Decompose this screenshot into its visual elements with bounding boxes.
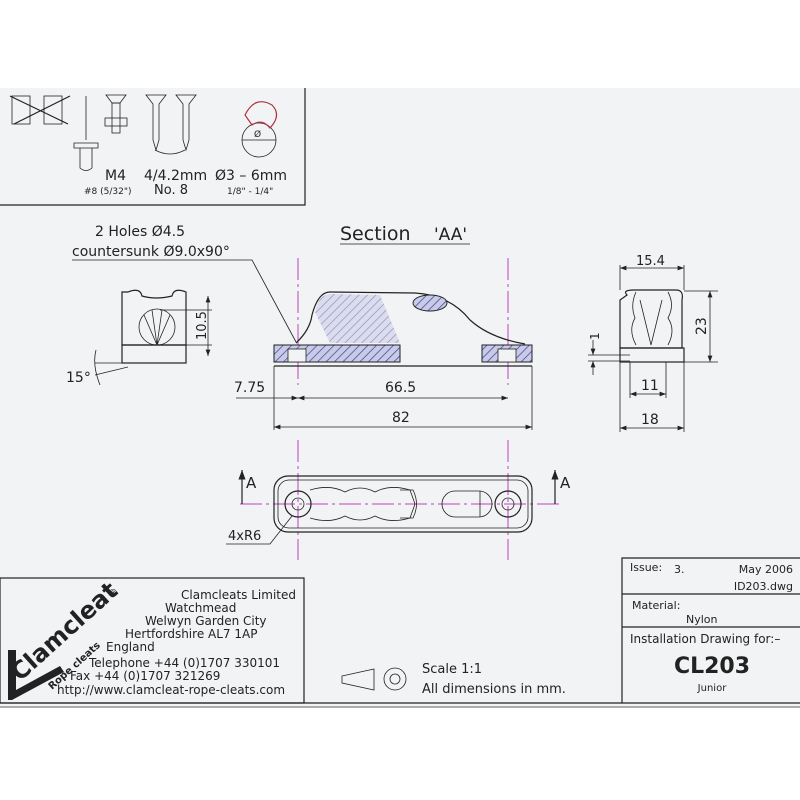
rivet-imperial: #8 (5/32"): [84, 187, 132, 197]
scale-block: Scale 1:1 All dimensions in mm.: [341, 662, 566, 697]
countersink-note: countersunk Ø9.0x90°: [72, 244, 230, 260]
company-name: Clamcleats Limited: [181, 588, 296, 602]
dim-end-height: 10.5: [195, 311, 210, 340]
file-name: ID203.dwg: [734, 580, 793, 593]
rope-diameter: Ø3 – 6mm: [215, 168, 287, 184]
part-variant: Junior: [697, 683, 728, 694]
rivet-icon: [73, 96, 99, 171]
date: May 2006: [739, 563, 793, 576]
issue-value: 3.: [674, 563, 685, 576]
dim-radius: 4xR6: [228, 529, 261, 544]
rope-diameter-symbol: Ø: [254, 129, 261, 140]
screw-size: No. 8: [154, 183, 188, 198]
section-view: 7.75 66.5 82: [234, 258, 533, 430]
address-line: Hertfordshire AL7 1AP: [125, 627, 257, 641]
section-title: Section: [340, 223, 411, 245]
end-view: 10.5 15°: [66, 289, 212, 386]
clamcleat-logo: [0, 580, 122, 702]
projection-cone-icon: [341, 668, 375, 691]
dim-top-width: 15.4: [636, 254, 665, 269]
dim-hole-spacing: 66.5: [385, 380, 416, 396]
dim-height: 23: [694, 317, 710, 335]
plan-view: A A 4xR6: [226, 440, 571, 560]
bolt-size: M4: [105, 168, 126, 184]
title-block: Issue: 3. May 2006 ID203.dwg Material: N…: [621, 557, 800, 703]
address-line: Welwyn Garden City: [145, 614, 267, 628]
fasteners-panel: Ø M4 4/4.2mm Ø3 – 6mm #8 (5/32") No. 8 1…: [0, 88, 306, 206]
part-number: CL203: [674, 654, 750, 679]
dim-base-inner: 11: [641, 378, 659, 394]
crossed-screws-icon: [9, 95, 71, 125]
wood-screw-icon: [145, 94, 197, 155]
projection-circle-icon: [383, 667, 407, 691]
holes-note: 2 Holes Ø4.5: [95, 224, 185, 240]
dim-base-width: 18: [641, 412, 659, 428]
dim-length: 82: [392, 410, 410, 426]
section-mark: 'AA': [434, 225, 467, 245]
scale-label: Scale 1:1: [422, 662, 482, 677]
material-label: Material:: [632, 599, 680, 612]
units-label: All dimensions in mm.: [422, 682, 566, 697]
bolt-icon: [104, 94, 128, 134]
address-line: Watchmead: [165, 601, 236, 615]
company-block: Clamcleats Limited Watchmead Welwyn Gard…: [0, 577, 305, 704]
fax: Fax +44 (0)1707 321269: [70, 669, 220, 683]
address-line: England: [106, 640, 155, 654]
rope-icon: Ø: [241, 101, 278, 158]
drawing-for-label: Installation Drawing for:–: [630, 632, 780, 646]
issue-label: Issue:: [630, 561, 662, 574]
material-value: Nylon: [686, 613, 718, 626]
dim-offset: 7.75: [234, 380, 265, 396]
website-link[interactable]: http://www.clamcleat-rope-cleats.com: [57, 683, 285, 697]
section-mark-left: A: [246, 474, 257, 492]
dim-angle: 15°: [66, 370, 91, 386]
side-view: 15.4 23 1 11 18: [588, 254, 718, 432]
rope-imperial: 1/8" - 1/4": [227, 187, 273, 197]
telephone: Telephone +44 (0)1707 330101: [88, 656, 280, 670]
rivet-size: 4/4.2mm: [144, 168, 207, 184]
section-mark-right: A: [560, 474, 571, 492]
dim-base-step: 1: [588, 332, 602, 340]
